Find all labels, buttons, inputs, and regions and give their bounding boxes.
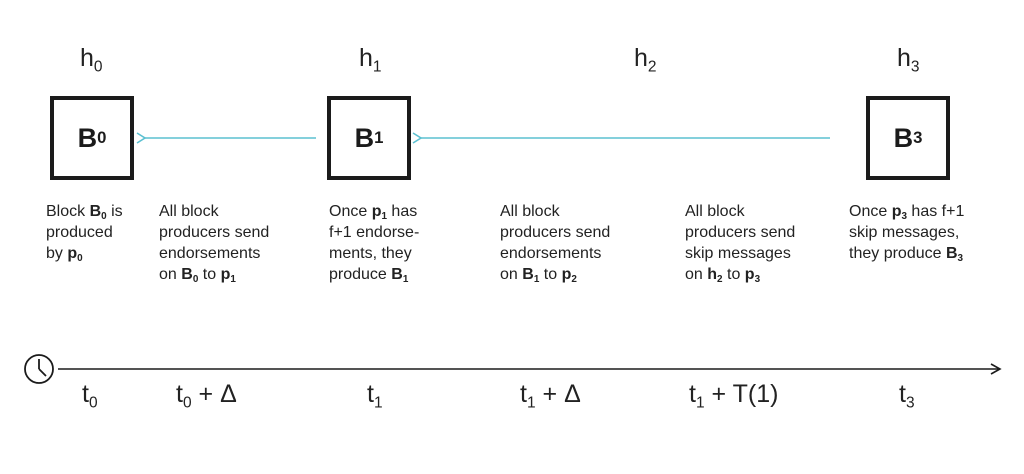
description-b0-produced: Block B0 is produced by p0 <box>46 203 123 264</box>
time-label-t0-plus-delta: t0 + Δ <box>176 380 237 412</box>
description-b1-produced: Once p1 has f+1 endorse- ments, they pro… <box>329 203 420 285</box>
time-label-t1: t1 <box>367 380 383 412</box>
clock-icon <box>24 354 54 384</box>
height-label-h2: h2 <box>634 44 657 76</box>
description-skip-h2: All block producers send skip messages o… <box>685 203 796 285</box>
time-label-t3: t3 <box>899 380 915 412</box>
height-label-h3: h3 <box>897 44 920 76</box>
height-label-h0: h0 <box>80 44 103 76</box>
description-b3-produced: Once p3 has f+1 skip messages, they prod… <box>849 203 965 264</box>
time-label-t1-plus-timeout: t1 + T(1) <box>689 380 779 412</box>
time-label-t1-plus-delta: t1 + Δ <box>520 380 581 412</box>
description-endorse-b1: All block producers send endorsements on… <box>500 203 611 285</box>
time-label-t0: t0 <box>82 380 98 412</box>
description-endorse-b0: All block producers send endorsements on… <box>159 203 270 285</box>
height-label-h1: h1 <box>359 44 382 76</box>
